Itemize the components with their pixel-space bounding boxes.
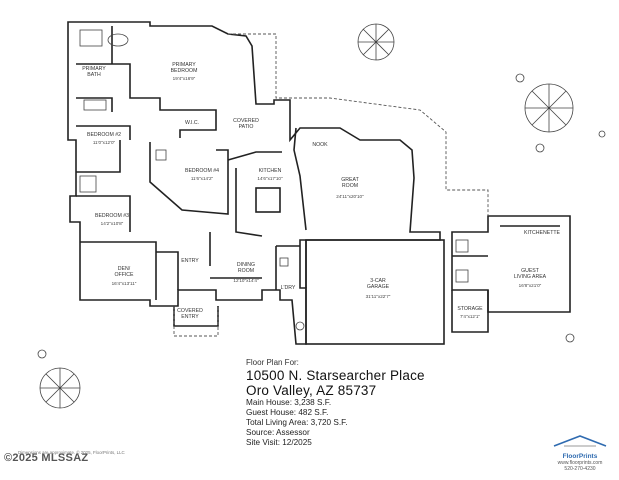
room-bedroom2-dim: 11'0"x12'0"	[93, 140, 116, 145]
fixtures	[79, 29, 469, 283]
landscaping	[37, 23, 606, 409]
address-line-1: 10500 N. Starsearcher Place	[246, 368, 425, 383]
room-laundry: L'DRY	[281, 285, 296, 291]
shrub-icon	[295, 321, 305, 331]
disclaimer: Dimensions are approximate. © 2025, Floo…	[18, 450, 125, 455]
floorprints-logo: FloorPrints www.floorprints.com 520-270-…	[545, 434, 615, 472]
room-storage: STORAGE	[457, 306, 483, 312]
logo-brand: FloorPrints	[562, 453, 598, 460]
patio-outline	[173, 33, 489, 337]
watermark: ©2025 MLSSAZ	[4, 452, 89, 464]
address-line-2: Oro Valley, AZ 85737	[246, 383, 377, 398]
walls	[67, 21, 571, 345]
room-kitchen-dim: 14'6"x17'10"	[257, 176, 283, 181]
shrub-icon	[37, 349, 47, 359]
room-garage-dim: 31'11"x22'7"	[366, 294, 391, 299]
room-dining-dim: 12'10"x14'4"	[233, 278, 259, 283]
room-bedroom3: BEDROOM #3	[95, 213, 129, 219]
info-header: Floor Plan For:	[246, 358, 299, 367]
room-kitchen: KITCHEN	[259, 168, 282, 174]
room-primary-bedroom-dim: 19'4"x16'9"	[173, 76, 196, 81]
main-house-sf: Main House: 3,238 S.F.	[246, 398, 332, 407]
room-entry: ENTRY	[181, 258, 199, 264]
shrub-icon	[598, 130, 606, 138]
source: Source: Assessor	[246, 428, 310, 437]
room-den-dim: 16'4"x13'11"	[112, 281, 137, 286]
logo-url: www.floorprints.com	[557, 460, 603, 466]
room-kitchenette: KITCHENETTE	[524, 230, 561, 236]
room-bedroom4-dim: 11'6"x14'2"	[191, 176, 214, 181]
room-bedroom2: BEDROOM #2	[87, 132, 121, 138]
house-logo-icon	[553, 435, 607, 447]
shrub-icon	[515, 73, 525, 83]
room-storage-dim: 7'4"x12'1"	[460, 314, 480, 319]
room-bedroom4: BEDROOM #4	[185, 168, 219, 174]
room-bedroom3-dim: 14'2"x10'8"	[101, 221, 124, 226]
site-visit: Site Visit: 12/2025	[246, 438, 312, 447]
room-den: DEN/OFFICE	[114, 266, 134, 278]
total-living-area: Total Living Area: 3,720 S.F.	[246, 418, 348, 427]
tree-icon	[357, 23, 395, 61]
room-nook: NOOK	[312, 142, 328, 148]
room-great-room-dim: 24'11"x20'10"	[336, 194, 364, 199]
guest-house-sf: Guest House: 482 S.F.	[246, 408, 329, 417]
room-wic: W.I.C.	[185, 120, 199, 126]
tree-icon	[524, 83, 574, 133]
floor-plan-info: Floor Plan For: 10500 N. Starsearcher Pl…	[246, 358, 506, 448]
logo-phone: 520-270-4230	[564, 466, 596, 472]
shrub-icon	[565, 333, 575, 343]
shrub-icon	[535, 143, 545, 153]
tree-icon	[39, 367, 81, 409]
room-guest-living-dim: 16'8"x21'0"	[519, 283, 542, 288]
